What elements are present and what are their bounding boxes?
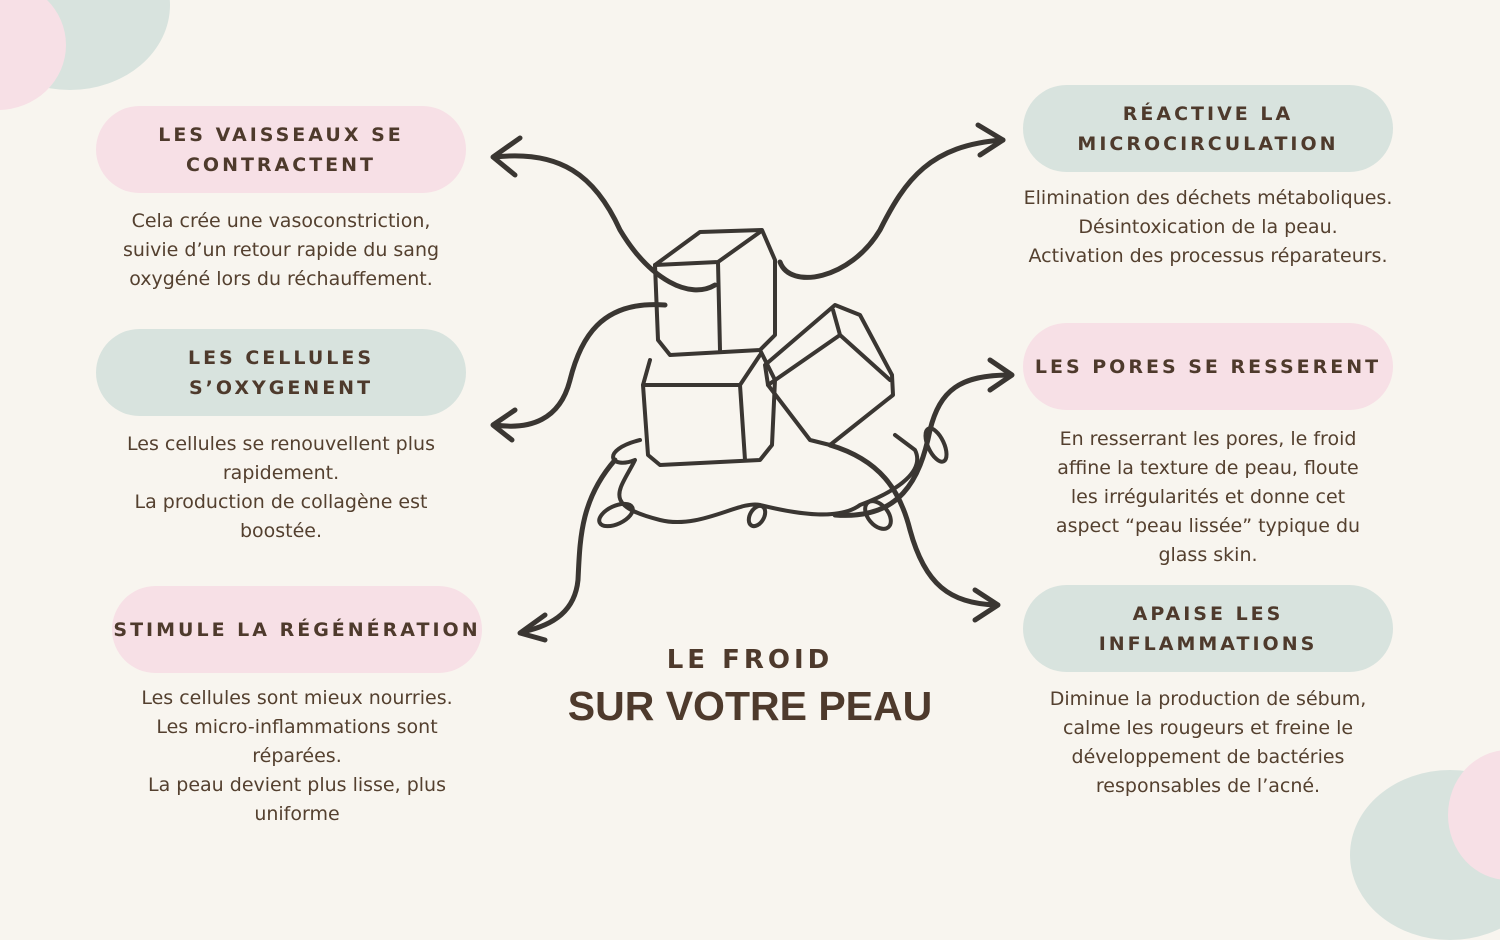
ice-cube-icon — [597, 228, 949, 531]
card-text-cellules: Les cellules se renouvellent plus rapide… — [127, 433, 435, 542]
card-heading-cellules: LES CELLULES S’OXYGENENT — [96, 329, 466, 416]
card-heading-inflammations: APAISE LES INFLAMMATIONS — [1023, 585, 1393, 672]
card-text-pores: En resserrant les pores, le froid affine… — [1055, 428, 1361, 566]
card-text-vaisseaux: Cela crée une vasoconstriction, suivie d… — [122, 210, 440, 290]
card-heading-vaisseaux: LES VAISSEAUX SE CONTRACTENT — [96, 106, 466, 193]
card-text-regeneration: Les cellules sont mieux nourries. Les mi… — [141, 687, 453, 825]
title-line-1: LE FROID — [666, 645, 834, 675]
card-heading-regeneration: STIMULE LA RÉGÉNÉRATION — [112, 586, 482, 673]
ice-cubes-illustration — [490, 122, 1015, 643]
card-heading-microcirculation: RÉACTIVE LA MICROCIRCULATION — [1023, 85, 1393, 172]
card-heading-pores: LES PORES SE RESSERENT — [1023, 323, 1393, 410]
card-text-microcirculation: Elimination des déchets métaboliques. Dé… — [1023, 187, 1393, 267]
arrow-icon — [490, 122, 1015, 643]
card-text-inflammations: Diminue la production de sébum, calme le… — [1049, 688, 1367, 797]
title-line-2: SUR VOTRE PEAU — [567, 683, 933, 729]
